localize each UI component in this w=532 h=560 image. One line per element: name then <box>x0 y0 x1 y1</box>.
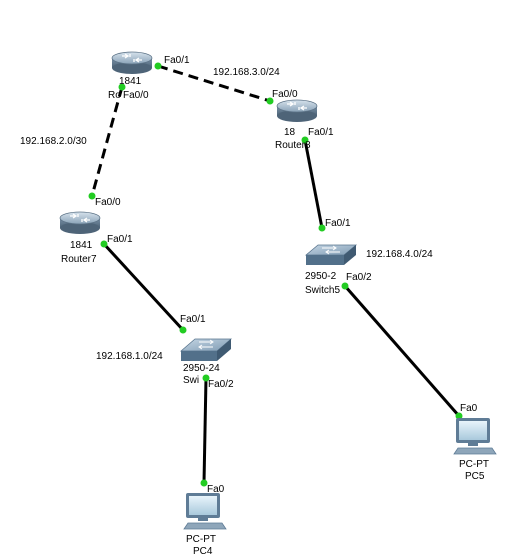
port-label: Fa0/2 <box>346 272 372 283</box>
device-model-label: 18 <box>284 127 296 138</box>
link-dot <box>88 192 96 200</box>
link-status-dots <box>88 62 463 487</box>
link-dot <box>100 240 108 248</box>
port-label: Fa0/1 <box>308 127 334 138</box>
port-label: Fa0/0 <box>123 90 149 101</box>
cable-router-top-router7[interactable] <box>90 86 124 197</box>
router7[interactable] <box>59 211 101 234</box>
device-name-label: Router8 <box>275 140 311 151</box>
cable-router8-switch5[interactable] <box>303 139 324 229</box>
cable-router7-switch4[interactable] <box>102 242 185 332</box>
port-label: Fa0 <box>207 484 225 495</box>
network-label: 192.168.4.0/24 <box>366 249 433 260</box>
port-label: Fa0/0 <box>95 197 121 208</box>
port-label: Fa0/2 <box>208 379 234 390</box>
link-dot <box>202 374 210 382</box>
router8[interactable] <box>276 99 318 122</box>
port-label: Fa0/1 <box>164 55 190 66</box>
link-dot <box>455 412 463 420</box>
device-name-label: PC5 <box>465 471 485 482</box>
device-model-label: PC-PT <box>186 534 216 545</box>
pc4[interactable] <box>183 493 227 530</box>
link-dot <box>318 224 326 232</box>
port-label: Fa0/1 <box>325 218 351 229</box>
pc5[interactable] <box>453 418 497 455</box>
network-label: 192.168.1.0/24 <box>96 351 163 362</box>
device-name-label: Swi <box>183 375 199 386</box>
network-label: 192.168.3.0/24 <box>213 67 280 78</box>
port-label: Fa0/0 <box>272 89 298 100</box>
port-label: Fa0 <box>460 403 478 414</box>
link-dot <box>301 136 309 144</box>
switch4[interactable] <box>179 338 233 361</box>
port-label: Fa0/1 <box>180 314 206 325</box>
link-dot <box>179 326 187 334</box>
switch5[interactable] <box>304 244 358 265</box>
device-model-label: 1841 <box>70 240 93 251</box>
device-model-label: 1841 <box>119 76 142 87</box>
device-model-label: 2950-24 <box>183 363 220 374</box>
link-dot <box>154 62 162 70</box>
device-model-label: PC-PT <box>459 459 489 470</box>
device-name-label: Ro <box>108 90 121 101</box>
network-label: 192.168.2.0/30 <box>20 136 87 147</box>
device-name-label: PC4 <box>193 546 213 557</box>
device-model-label: 2950-2 <box>305 271 337 282</box>
device-name-label: Switch5 <box>305 285 340 296</box>
link-dot <box>341 282 349 290</box>
cable-switch5-pc5[interactable] <box>343 285 461 417</box>
link-dot <box>266 97 274 105</box>
link-dot <box>118 83 126 91</box>
port-label: Fa0/1 <box>107 234 133 245</box>
link-dot <box>200 479 208 487</box>
router-top[interactable] <box>111 51 153 74</box>
cables <box>90 64 461 484</box>
device-name-label: Router7 <box>61 254 97 265</box>
cable-router-top-router8[interactable] <box>157 64 271 103</box>
cable-switch4-pc4[interactable] <box>202 377 208 484</box>
